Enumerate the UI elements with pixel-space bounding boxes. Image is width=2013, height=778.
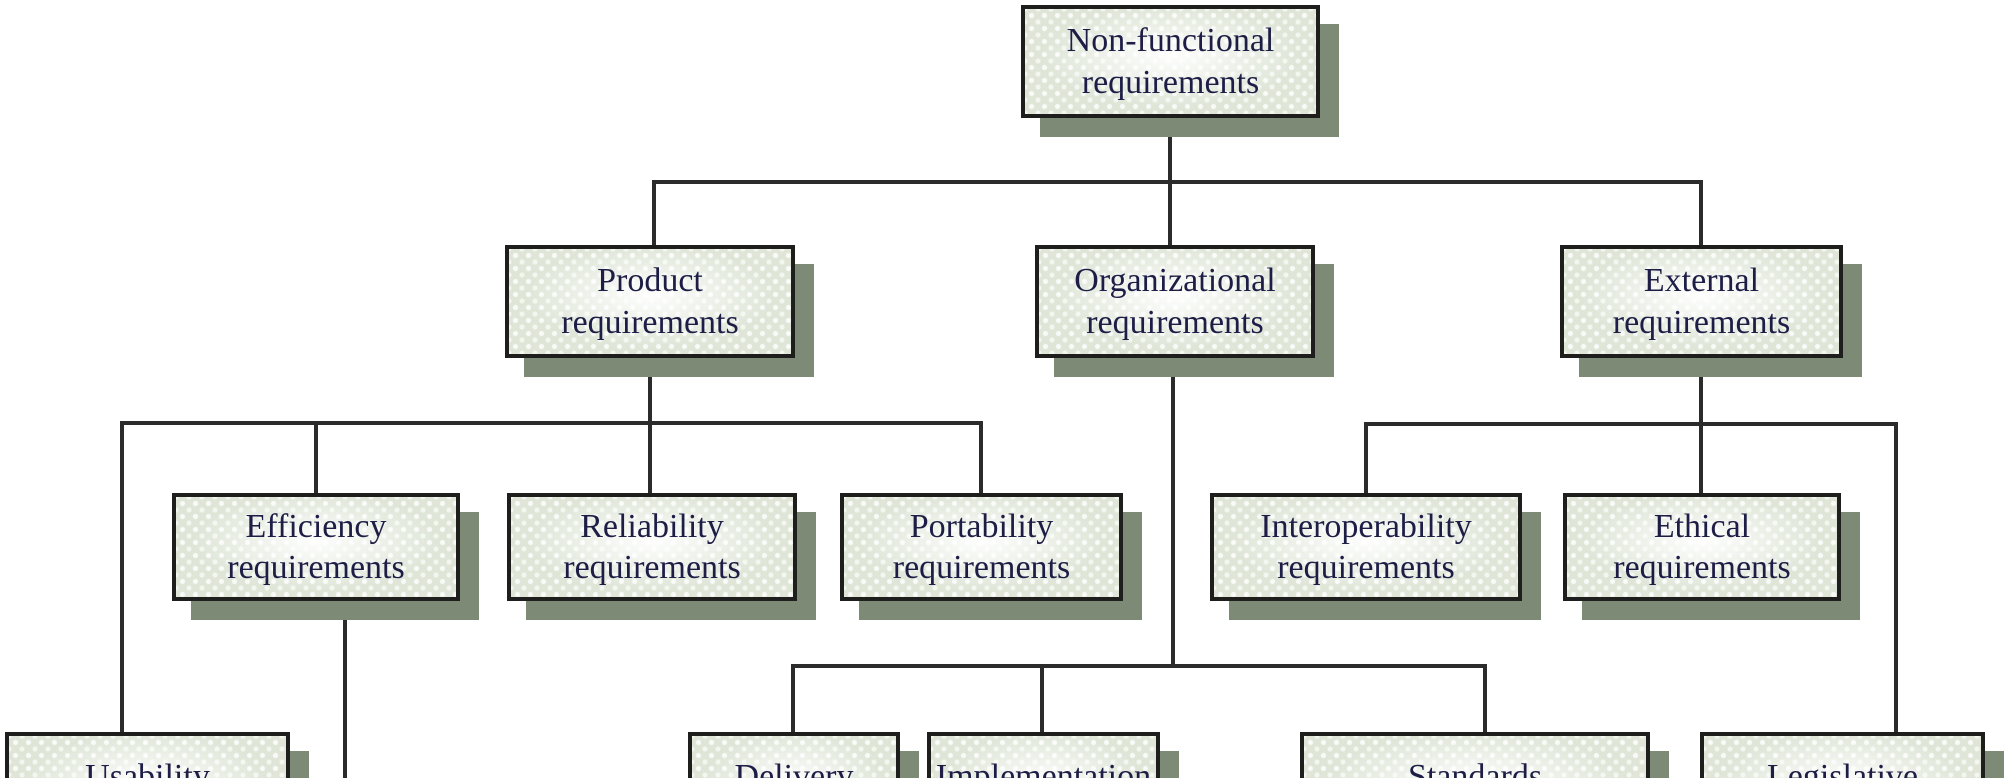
node-portability-requirements-label: Portability requirements — [892, 507, 1071, 586]
node-legislative-label: Legislative — [1766, 758, 1919, 778]
connector-product-drop — [652, 180, 656, 247]
node-legislative: Legislative — [1700, 732, 1985, 778]
node-ethical-requirements: Ethical requirements — [1563, 493, 1841, 601]
node-non-functional-requirements: Non-functional requirements — [1021, 5, 1320, 118]
node-implementation: Implementation — [927, 732, 1160, 778]
node-portability-requirements: Portability requirements — [840, 493, 1123, 601]
node-product-requirements: Product requirements — [505, 245, 795, 358]
connector-organizational-stem — [1171, 358, 1175, 668]
connector-product-horizontal — [120, 421, 983, 425]
node-ethical-requirements-label: Ethical requirements — [1613, 507, 1791, 586]
node-product-requirements-label: Product requirements — [561, 262, 739, 341]
connector-external-horizontal — [1364, 422, 1898, 426]
node-non-functional-requirements-label: Non-functional requirements — [1066, 22, 1275, 101]
node-standards-label: Standards — [1407, 758, 1543, 778]
connector-usability-drop — [120, 421, 124, 734]
connector-legislative-drop — [1894, 422, 1898, 734]
node-delivery-label: Delivery — [734, 758, 854, 778]
connector-external-drop — [1699, 180, 1703, 247]
node-interoperability-requirements: Interoperability requirements — [1210, 493, 1522, 601]
node-standards: Standards — [1300, 732, 1650, 778]
node-external-requirements-label: External requirements — [1612, 262, 1791, 341]
connector-organizational-horizontal — [791, 664, 1487, 668]
node-interoperability-requirements-label: Interoperability requirements — [1260, 507, 1472, 586]
node-implementation-label: Implementation — [935, 758, 1152, 778]
node-organizational-requirements: Organizational requirements — [1035, 245, 1315, 358]
node-reliability-requirements-label: Reliability requirements — [563, 507, 741, 586]
connector-product-stem — [648, 358, 652, 495]
node-external-requirements: External requirements — [1560, 245, 1843, 358]
connector-implementation-drop — [1040, 664, 1044, 735]
node-delivery: Delivery — [688, 732, 900, 778]
node-usability-label: Usability — [85, 758, 210, 778]
node-efficiency-requirements: Efficiency requirements — [172, 493, 460, 601]
connector-delivery-drop — [791, 664, 795, 735]
connector-efficiency-child-stem — [343, 600, 347, 778]
connector-external-stem — [1699, 358, 1703, 495]
connector-standards-drop — [1483, 664, 1487, 734]
node-efficiency-requirements-label: Efficiency requirements — [227, 507, 405, 586]
connector-level1-horizontal — [652, 180, 1703, 184]
connector-portability-drop — [979, 421, 983, 495]
node-reliability-requirements: Reliability requirements — [507, 493, 797, 601]
connector-efficiency-drop — [314, 421, 318, 495]
node-usability: Usability — [5, 732, 290, 778]
connector-interoperability-drop — [1364, 422, 1368, 495]
node-organizational-requirements-label: Organizational requirements — [1074, 262, 1276, 341]
